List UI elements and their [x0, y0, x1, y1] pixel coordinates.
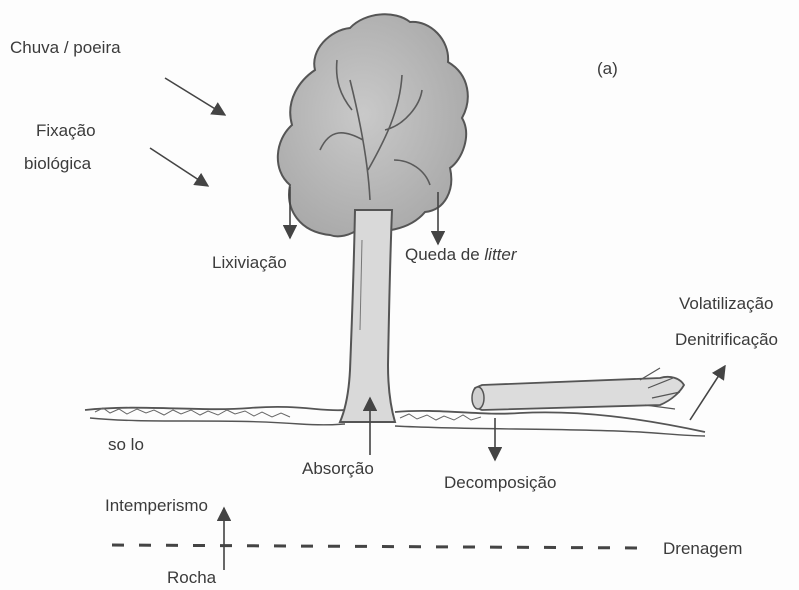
- fixation-label-line1: Fixação: [36, 120, 96, 141]
- log-end: [472, 387, 484, 409]
- litter-scribbles: [95, 408, 481, 420]
- rain-dust-arrow: [165, 78, 225, 115]
- volatilization-arrow: [690, 366, 725, 420]
- litter-fall-prefix: Queda de: [405, 245, 484, 264]
- leaching-label: Lixiviação: [212, 252, 287, 273]
- drainage-line: [112, 545, 645, 548]
- fixation-arrow: [150, 148, 208, 186]
- tree-crown: [278, 14, 468, 236]
- denitrification-label: Denitrificação: [675, 329, 778, 350]
- tree-trunk: [340, 210, 395, 422]
- drainage-label: Drenagem: [663, 538, 742, 559]
- panel-label: (a): [597, 58, 618, 79]
- fixation-label-line2: biológica: [24, 153, 91, 174]
- rain-dust-label: Chuva / poeira: [10, 37, 121, 58]
- litter-fall-label: Queda de litter: [405, 244, 517, 265]
- litter-layer: [90, 418, 705, 436]
- litter-fall-italic: litter: [484, 245, 516, 264]
- volatilization-label: Volatilização: [679, 293, 774, 314]
- weathering-label: Intemperismo: [105, 495, 208, 516]
- absorption-label: Absorção: [302, 458, 374, 479]
- soil-label: so lo: [108, 434, 144, 455]
- rock-label: Rocha: [167, 567, 216, 588]
- fallen-log: [473, 377, 684, 410]
- decomposition-label: Decomposição: [444, 472, 556, 493]
